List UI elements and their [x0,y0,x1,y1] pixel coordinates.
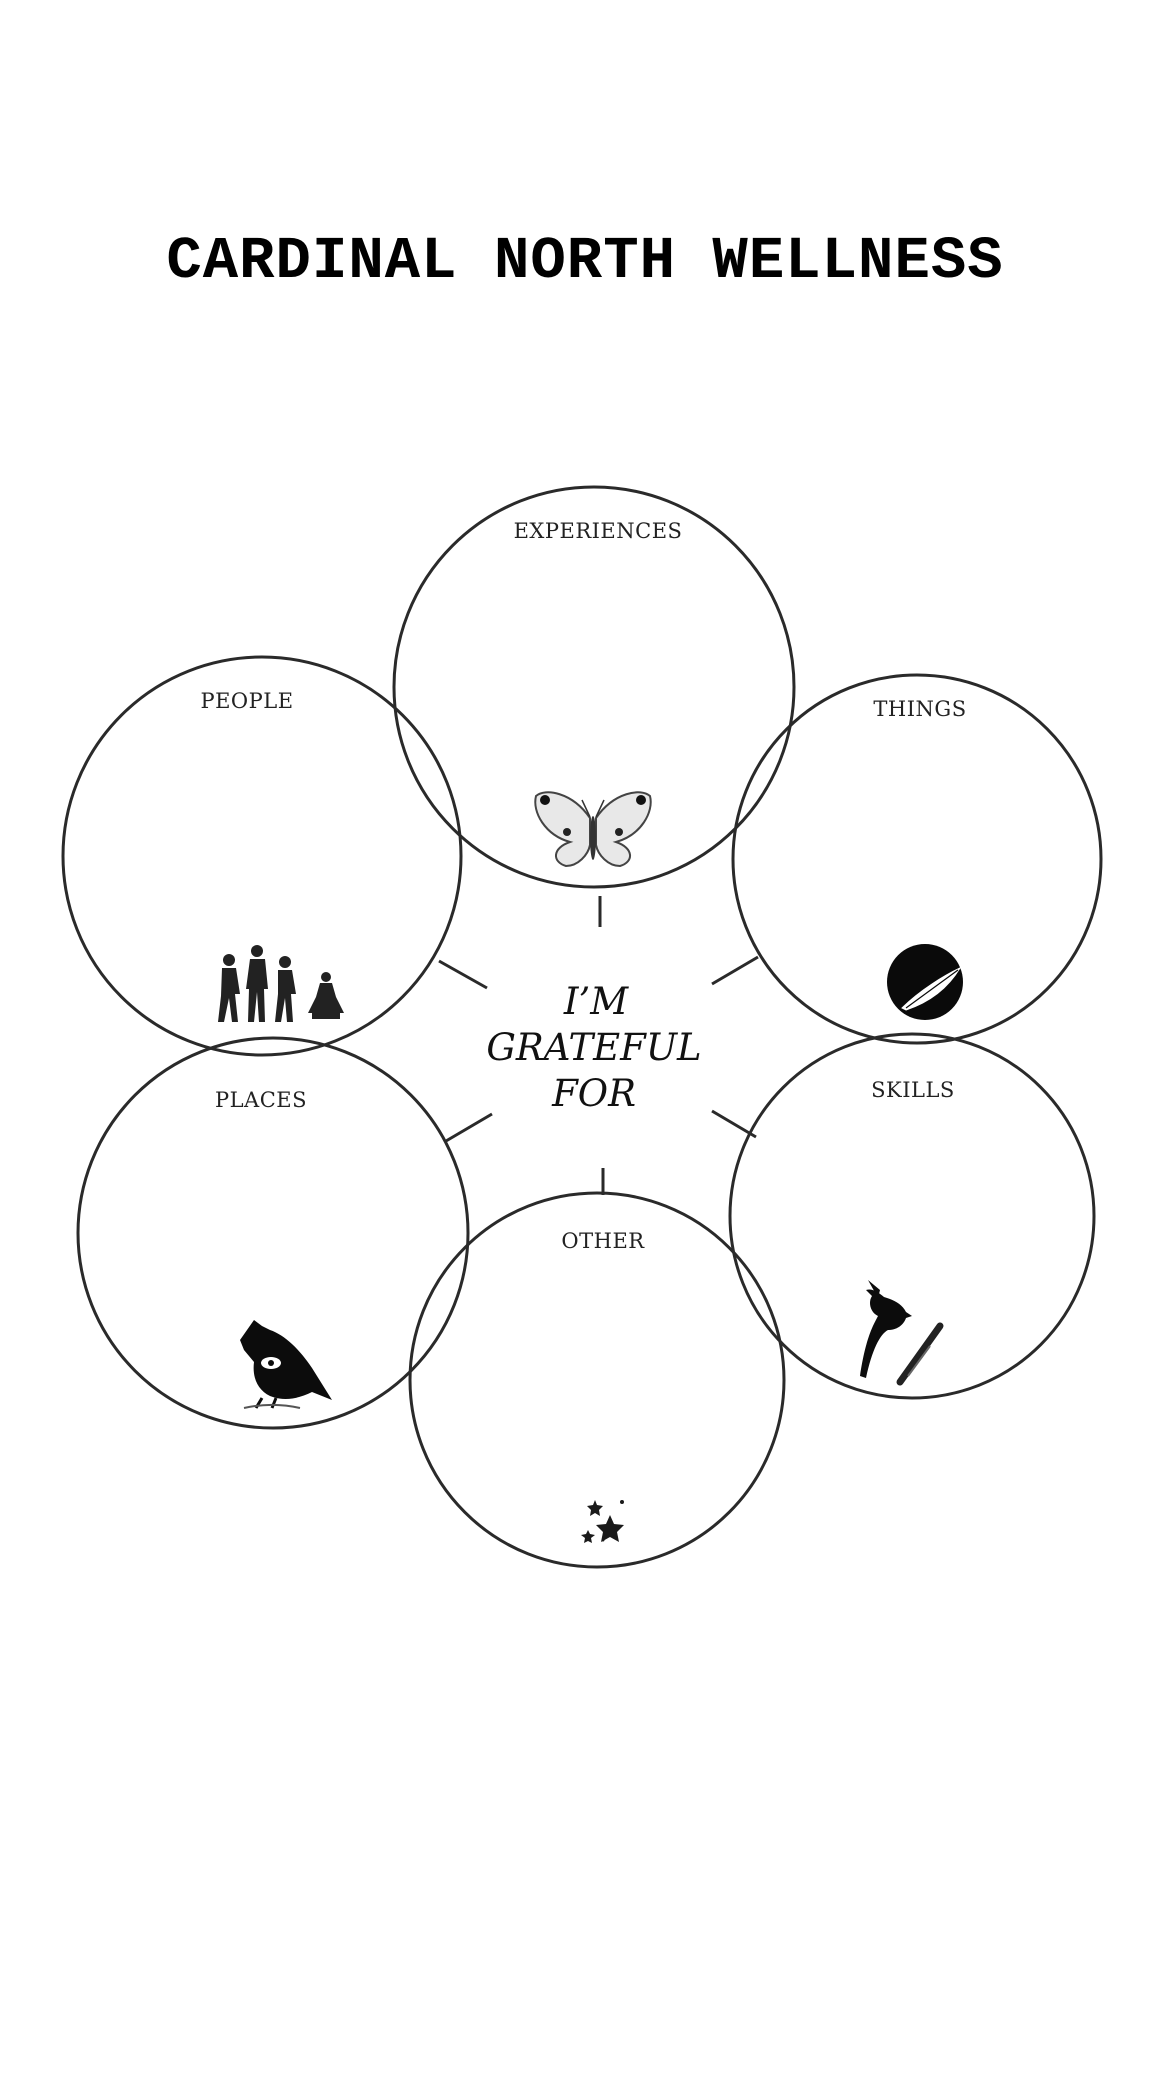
page-title: CARDINAL NORTH WELLNESS [166,228,1004,295]
label-other: OTHER [561,1229,645,1253]
bird-branch-icon [860,1280,944,1386]
label-things: THINGS [873,697,966,721]
label-places: PLACES [215,1088,307,1112]
label-experiences: EXPERIENCES [514,519,683,543]
circle-people [61,655,463,1057]
circle-places [76,1036,470,1430]
walking-people-icon [218,945,344,1022]
center-line-3: FOR [551,1072,636,1115]
circle-experiences [392,485,796,889]
connector-things [711,955,759,986]
connector-skills [711,1109,757,1139]
moon-feather-icon [887,944,963,1020]
cardinal-bird-icon [240,1320,332,1409]
stars-icon [581,1500,624,1543]
label-skills: SKILLS [871,1078,955,1102]
connector-people [438,959,488,990]
butterfly-icon [534,791,652,868]
label-people: PEOPLE [200,689,293,713]
circle-things [731,673,1103,1045]
center-line-2: GRATEFUL [486,1026,701,1069]
center-line-1: I’M [563,980,629,1023]
circle-other [408,1191,786,1569]
connector-places [445,1112,493,1143]
circle-skills [728,1032,1096,1400]
